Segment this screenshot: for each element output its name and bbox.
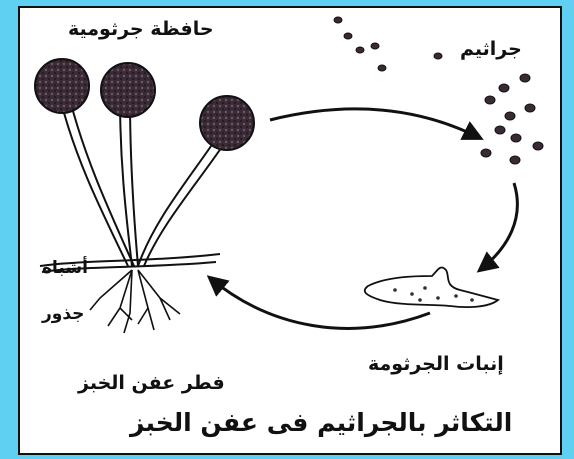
sporangia: [35, 59, 254, 150]
sporangium-3: [200, 96, 254, 150]
diagram-panel: حافظة جرثومية جراثيم أشباه جذور إنبات ال…: [18, 6, 562, 455]
rhizoids: [90, 270, 180, 333]
germinating-spore: [365, 268, 498, 308]
label-sporangium: حافظة جرثومية: [68, 18, 214, 40]
arrow-germinate: [480, 183, 517, 270]
label-bread-mold: فطر عفن الخبز: [78, 372, 225, 394]
sporangium-1: [35, 59, 89, 113]
diagram-title: التكاثر بالجراثيم فى عفن الخبز: [130, 408, 512, 437]
label-rhizoids-2: جذور: [42, 304, 84, 324]
arrow-release: [270, 109, 480, 138]
label-spores: جراثيم: [460, 38, 522, 60]
cycle-arrows: [210, 109, 517, 328]
label-rhizoids-1: أشباه: [42, 258, 88, 278]
label-germination: إنبات الجرثومة: [368, 353, 504, 375]
sporangium-2: [101, 63, 155, 117]
